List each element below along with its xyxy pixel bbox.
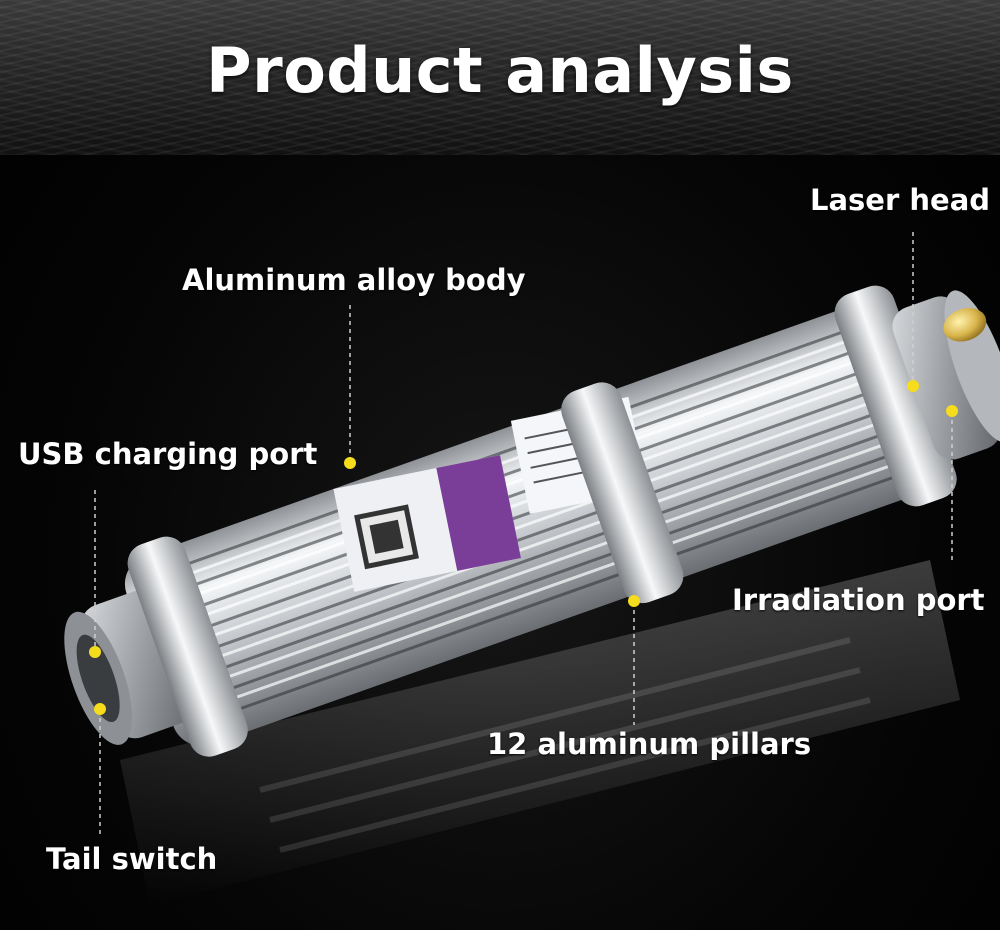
callout-laser-head: Laser head [810, 183, 991, 217]
callout-aluminum-pillars: 12 aluminum pillars [487, 727, 812, 761]
callout-tail-switch: Tail switch [46, 842, 218, 876]
qr-sticker [333, 455, 521, 592]
callout-aluminum-body: Aluminum alloy body [182, 263, 526, 297]
page-title: Product analysis [206, 34, 794, 107]
laser-pointer-body [64, 285, 1000, 757]
header-band [0, 0, 1000, 155]
callout-irradiation-port: Irradiation port [732, 583, 985, 617]
callout-usb-port: USB charging port [18, 437, 318, 471]
floor-reflection [120, 560, 960, 905]
leader-lines [94, 232, 953, 835]
callout-markers [89, 380, 958, 715]
